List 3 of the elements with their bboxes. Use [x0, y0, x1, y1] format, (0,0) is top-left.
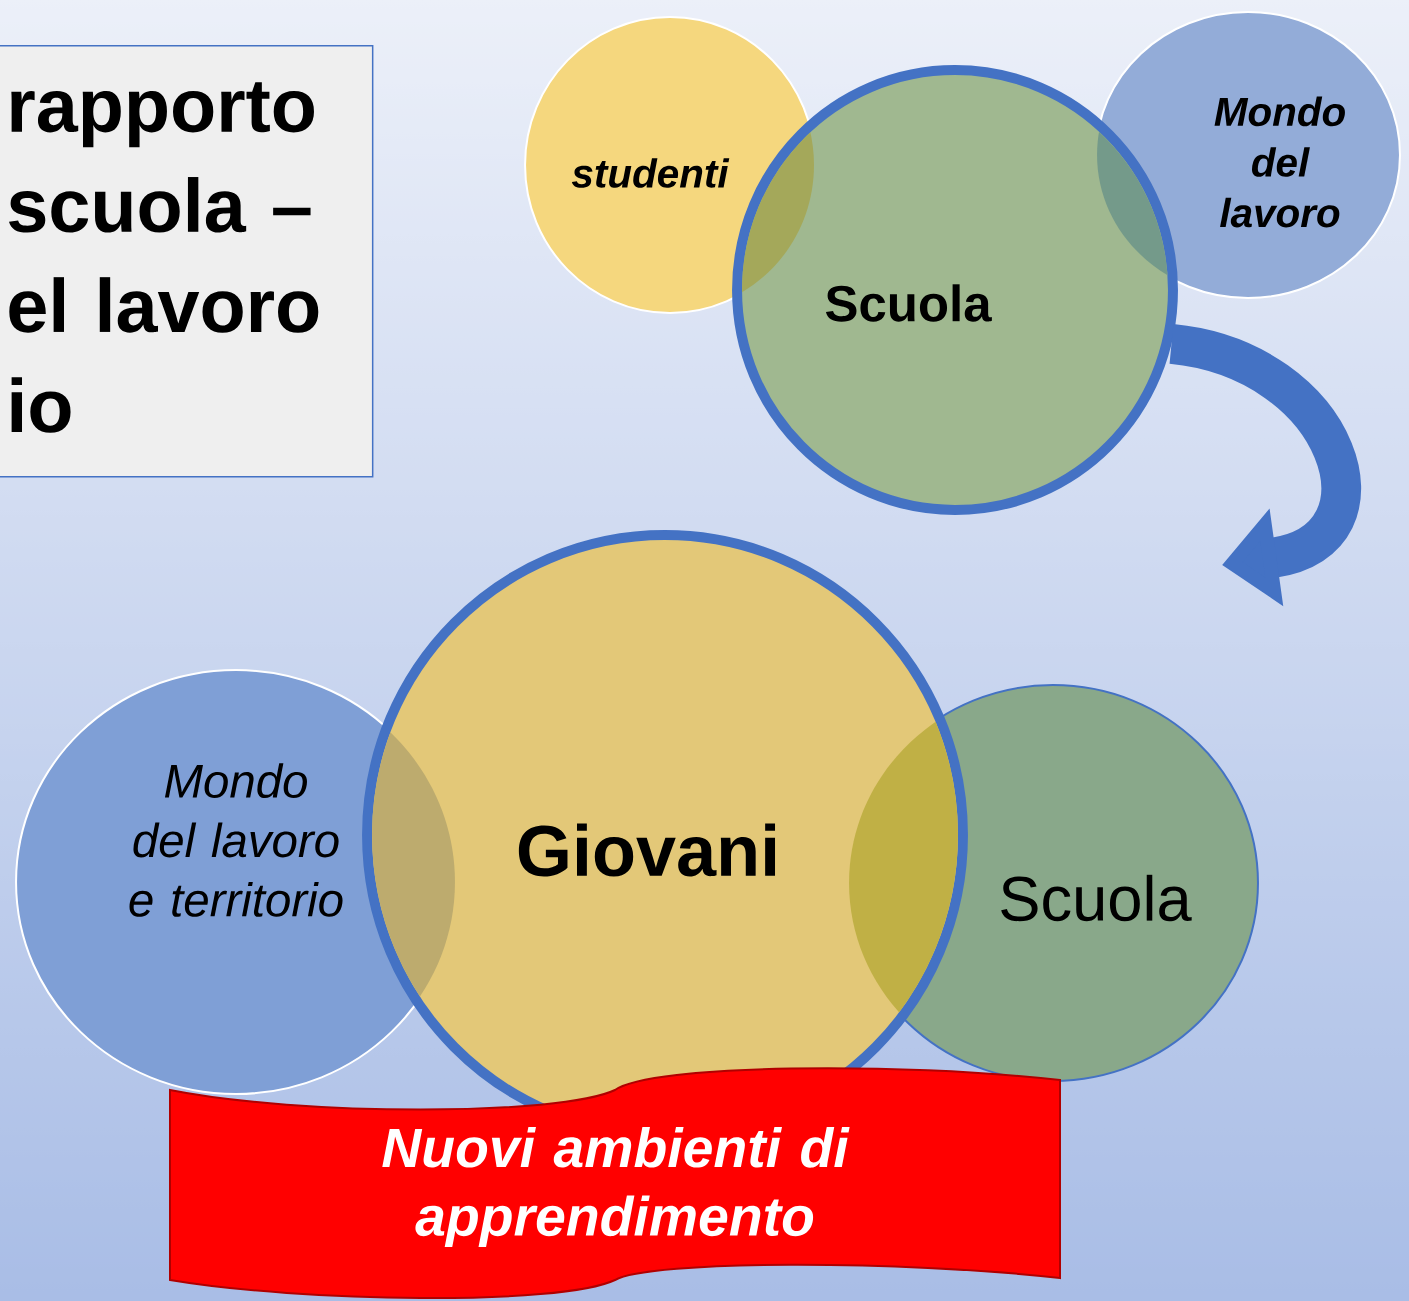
- banner: Nuovi ambienti di apprendimento: [169, 1067, 1061, 1299]
- curved-arrow: [1167, 324, 1361, 607]
- title-box: rapporto scuola – el lavoro io: [0, 45, 374, 478]
